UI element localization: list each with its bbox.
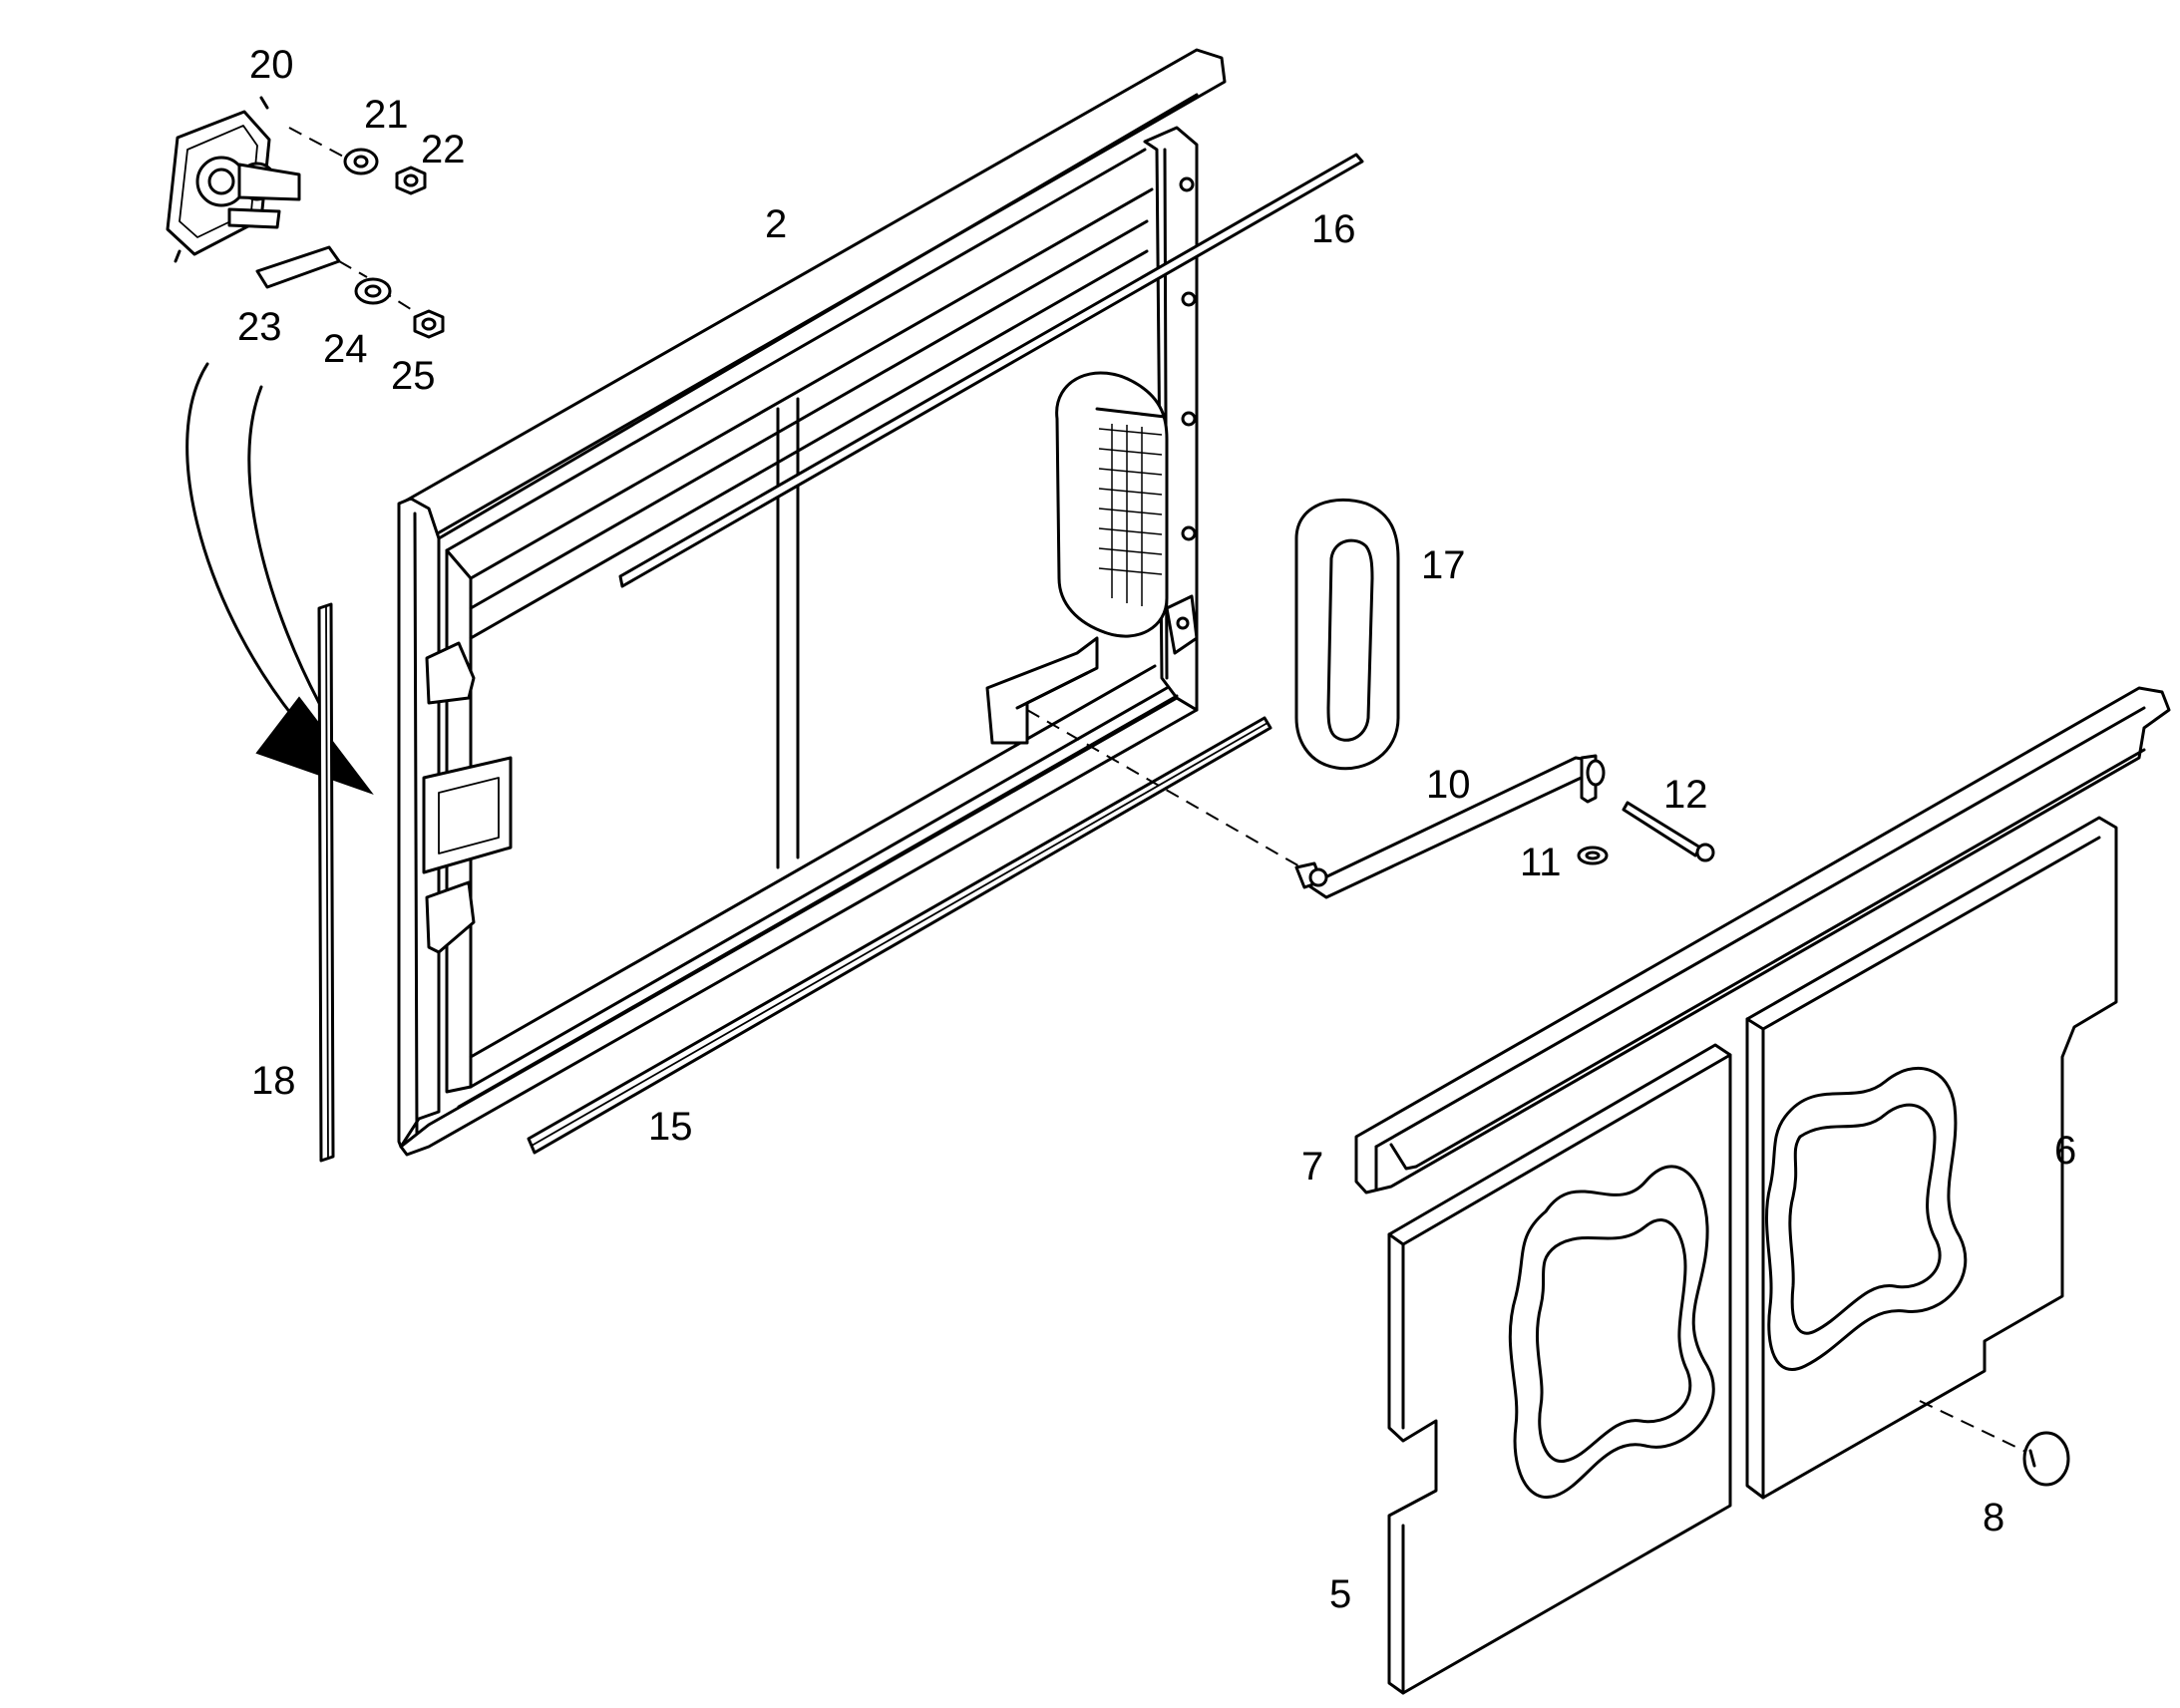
label-16: 16 <box>1311 207 1356 251</box>
vent-grille <box>1055 371 1169 638</box>
label-21: 21 <box>364 93 409 137</box>
label-22: 22 <box>421 128 466 171</box>
label-11: 11 <box>1520 841 1562 884</box>
part-17-handle-ring <box>1294 498 1400 771</box>
label-5: 5 <box>1329 1572 1351 1616</box>
part-labels: 20 21 22 23 24 25 2 16 17 10 12 11 18 15… <box>237 43 2076 1616</box>
part-12-pin <box>1622 801 1715 862</box>
label-15: 15 <box>648 1105 693 1149</box>
label-8: 8 <box>1983 1496 2004 1539</box>
label-23: 23 <box>237 305 282 349</box>
part-11-washer <box>1577 846 1609 865</box>
label-17: 17 <box>1421 543 1466 587</box>
part-10-rod <box>1026 709 1606 899</box>
label-12: 12 <box>1663 773 1708 817</box>
latch-assembly <box>166 96 445 339</box>
label-25: 25 <box>391 354 436 398</box>
label-7: 7 <box>1301 1145 1323 1189</box>
part-5-left-door-panel <box>1387 1043 1732 1695</box>
part-7-top-trim <box>1354 686 2171 1195</box>
part-2-door-frame <box>397 48 1227 1157</box>
part-15-bottom-seal <box>527 716 1272 1155</box>
label-24: 24 <box>323 327 368 371</box>
part-16-top-seal <box>618 153 1364 588</box>
assembly-arrow <box>185 362 374 796</box>
part-6-right-door-panel <box>1745 816 2118 1500</box>
label-6: 6 <box>2054 1129 2076 1173</box>
label-18: 18 <box>251 1059 296 1103</box>
part-18-vertical-seal <box>317 602 335 1163</box>
part-8-knob <box>2022 1431 2070 1487</box>
label-10: 10 <box>1426 763 1471 807</box>
label-2: 2 <box>765 202 787 246</box>
label-20: 20 <box>249 43 294 87</box>
